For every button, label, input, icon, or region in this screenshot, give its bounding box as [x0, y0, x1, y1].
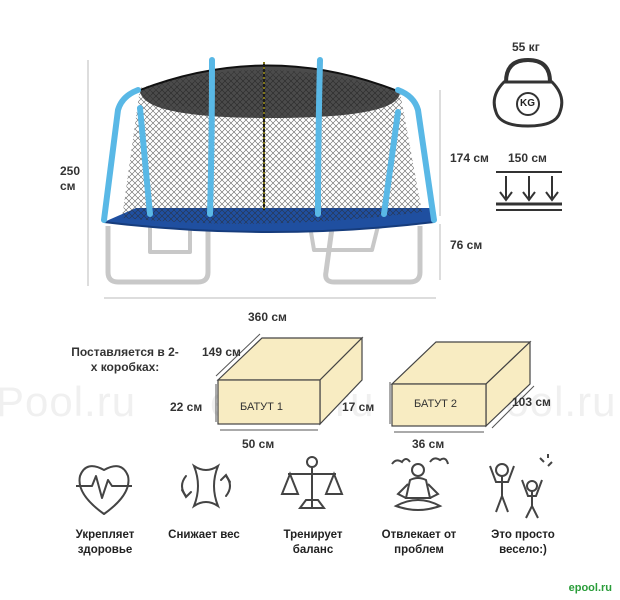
box-2-label: БАТУТ 2	[414, 398, 458, 410]
height-total-label: 250 см	[60, 164, 81, 193]
box-2-illustration	[390, 340, 532, 428]
box-1-width-label: 50 см	[242, 437, 275, 451]
box-2-width-label: 36 см	[412, 437, 445, 451]
box-1-label: БАТУТ 1	[240, 401, 284, 413]
kettlebell-icon	[492, 57, 564, 128]
feature-caption-stress: Отвлекает от проблем	[381, 529, 457, 556]
packaging-intro: Поставляется в 2-х коробках:	[71, 345, 179, 374]
heart-pulse-icon	[76, 465, 132, 515]
load-arrows-icon	[496, 171, 562, 211]
feature-caption-fun: Это просто весело:)	[491, 529, 555, 556]
width-label: 360 см	[248, 310, 287, 324]
frame-poles	[101, 57, 437, 223]
watermark-left: Pool.ru	[0, 378, 137, 425]
leg-height-label: 76 см	[450, 238, 483, 252]
load-span-label: 150 см	[508, 151, 547, 165]
balance-scale-icon	[280, 456, 344, 509]
box-1-height-label: 22 см	[170, 400, 203, 414]
brand-logo[interactable]: epool.ru	[568, 582, 612, 594]
waist-slim-icon	[181, 463, 231, 509]
feature-caption-health: Укрепляет здоровье	[75, 529, 135, 556]
feature-caption-balance: Тренирует баланс	[283, 529, 343, 556]
trampoline-legs	[105, 225, 423, 285]
net-height-label: 174 см	[450, 151, 489, 165]
kettlebell-kg-label: KG	[520, 98, 535, 109]
meditation-icon	[391, 457, 449, 511]
box-1-length-label: 149 см	[202, 345, 241, 359]
box-1-illustration	[216, 336, 364, 426]
max-weight-label: 55 кг	[512, 40, 540, 54]
feature-caption-weight: Снижает вес	[168, 529, 240, 541]
jumping-kids-icon	[489, 454, 553, 519]
box-2-height-label: 17 см	[342, 400, 375, 414]
box-2-length-label: 103 см	[512, 395, 551, 409]
